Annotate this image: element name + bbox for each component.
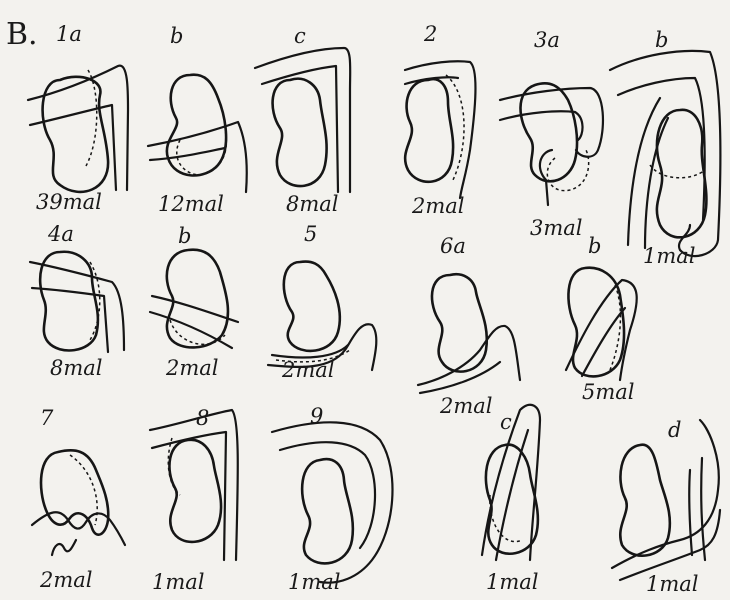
sketch-d-row3 [612,420,720,580]
figure-tag: 4a [48,224,74,245]
occurrence-count: 12mal [158,194,224,215]
figure-tag: b [588,236,601,257]
sketch-7 [32,450,125,555]
sketch-9 [272,422,392,582]
occurrence-count: 8mal [50,358,103,379]
occurrence-count: 1mal [646,574,699,595]
occurrence-count: 3mal [530,218,583,239]
figure-tag: 6a [440,236,466,257]
sketch-5 [268,262,376,370]
occurrence-count: 2mal [440,396,493,417]
figure-tag: 1a [56,24,82,45]
occurrence-count: 5mal [582,382,635,403]
occurrence-count: 1mal [643,246,696,267]
sketch-8 [150,410,238,560]
figure-tag: 3a [534,30,560,51]
occurrence-count: 2mal [40,570,93,591]
occurrence-count: 2mal [166,358,219,379]
figure-tag: 8 [196,408,209,429]
figure-tag: 7 [40,408,53,429]
occurrence-count: 1mal [486,572,539,593]
occurrence-count: 39mal [36,192,102,213]
occurrence-count: 1mal [152,572,205,593]
occurrence-count: 1mal [288,572,341,593]
sketch-1c [255,48,350,192]
figure-tag: c [500,412,512,433]
figure-tag: d [668,420,681,441]
sketch-1b [148,75,247,192]
sketch-6b [566,268,637,380]
occurrence-count: 2mal [282,360,335,381]
figure-tag: 5 [304,224,317,245]
sketch-3a [500,83,603,205]
sketch-4b [150,250,238,348]
occurrence-count: 8mal [286,194,339,215]
figure-tag: c [294,26,306,47]
sketch-1a [28,66,128,192]
figure-tag: b [178,226,191,247]
figure-tag: b [170,26,183,47]
figure-tag: 9 [310,406,323,427]
sketch-4a [30,252,124,352]
sketch-6a [418,274,520,393]
figure-tag: 2 [424,24,437,45]
plate-title: B. [6,20,38,50]
figure-tag: b [655,30,668,51]
sketch-3b [610,51,720,256]
occurrence-count: 2mal [412,196,465,217]
sketch-2 [405,61,475,198]
